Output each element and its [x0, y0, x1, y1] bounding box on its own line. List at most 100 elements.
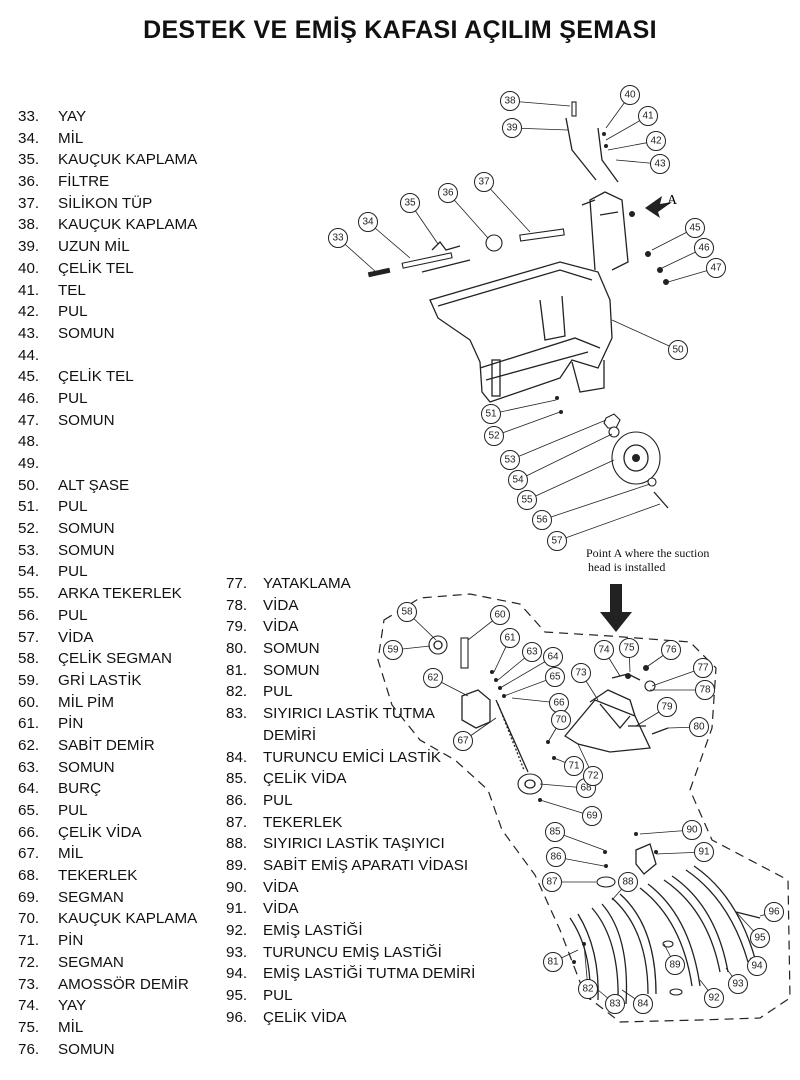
part-name: AMOSSÖR DEMİR: [58, 975, 189, 993]
part-list-item: 34.MİL: [18, 128, 248, 150]
callout-74: 74: [594, 640, 614, 660]
callout-leader-line: [509, 419, 607, 461]
callout-56: 56: [532, 510, 552, 530]
part-list-item: 65.PUL: [18, 800, 248, 822]
callout-number: 36: [442, 188, 454, 199]
part-name: YATAKLAMA: [263, 575, 351, 592]
part-number: 56.: [18, 606, 40, 624]
callout-circle: [694, 238, 714, 258]
part-list-item: 41.TEL: [18, 280, 248, 302]
part-number: 95.: [226, 987, 248, 1005]
callout-number: 63: [526, 647, 538, 658]
callout-85: 85: [545, 822, 565, 842]
part-name: PUL: [58, 303, 88, 321]
part-list-item: 56. PUL: [18, 605, 248, 627]
part-list-item: 78.VİDA: [226, 595, 486, 617]
callout-circle: [502, 118, 522, 138]
callout-number: 68: [580, 783, 592, 794]
callout-number: 89: [669, 960, 681, 971]
part-name: PUL: [263, 683, 293, 701]
part-name: ARKA TEKERLEK: [58, 585, 182, 603]
callout-circle: [620, 85, 640, 105]
part-list-item: 62.SABİT DEMİR: [18, 735, 248, 757]
callout-number: 39: [506, 123, 518, 134]
part-number: 90.: [226, 878, 248, 896]
part-name: PUL: [263, 791, 293, 809]
callout-circle: [545, 667, 565, 687]
part-number: 71.: [18, 932, 40, 950]
part-name: MİL: [58, 129, 84, 147]
callout-72: 72: [583, 766, 603, 786]
callout-circle: [619, 638, 639, 658]
part-name: GRİ LASTİK: [58, 671, 142, 689]
part-list-item: 85.ÇELİK VİDA: [226, 768, 486, 790]
part-name: SOMUN: [58, 324, 115, 342]
part-number: 33.: [18, 108, 40, 125]
callout-number: 79: [661, 702, 673, 713]
part-name: ALT ŞASE: [58, 476, 130, 494]
part-list-item: 81.SOMUN: [226, 660, 486, 682]
callout-82: 82: [578, 979, 598, 999]
part-number: 53.: [18, 541, 40, 559]
callout-80: 80: [689, 717, 709, 737]
part-list-item: 58.ÇELİK SEGMAN: [18, 648, 248, 670]
part-list-item: 89.SABİT EMİŞ APARATI VİDASI: [226, 855, 486, 877]
part-number: 38.: [18, 216, 40, 234]
callout-number: 33: [332, 233, 344, 244]
part-name: PUL: [58, 606, 88, 624]
part-name: TURUNCU EMİCİ LASTİK: [263, 748, 442, 766]
part-name: ÇELİK SEGMAN: [58, 650, 172, 668]
callout-60: 60: [490, 605, 510, 625]
part-number: 61.: [18, 715, 40, 733]
callout-circle: [400, 193, 420, 213]
callout-circle: [594, 640, 614, 660]
callout-circle: [706, 258, 726, 278]
part-list-item: 53.SOMUN: [18, 540, 248, 562]
part-list-item: 36.FİLTRE: [18, 171, 248, 193]
part-number: 75.: [18, 1018, 40, 1036]
callout-number: 41: [642, 111, 654, 122]
callout-number: 67: [457, 736, 469, 747]
callout-33: 33: [328, 228, 348, 248]
callout-36: 36: [438, 183, 458, 203]
part-name: KAUÇUK KAPLAMA: [58, 910, 198, 928]
part-number: 69.: [18, 888, 40, 906]
callout-number: 85: [549, 827, 561, 838]
callout-number: 42: [650, 136, 662, 147]
part-list-item: 76.SOMUN: [18, 1039, 248, 1061]
part-name: SOMUN: [58, 1040, 115, 1058]
part-list-item: 44.: [18, 345, 248, 367]
part-list-item: 57.VİDA: [18, 627, 248, 649]
callout-number: 93: [732, 979, 744, 990]
part-number: 74.: [18, 997, 40, 1015]
callout-76: 76: [661, 640, 681, 660]
callout-number: 57: [551, 536, 563, 547]
callout-number: 35: [404, 198, 416, 209]
part-list-item: 69.SEGMAN: [18, 887, 248, 909]
part-list-item: 59.GRİ LASTİK: [18, 670, 248, 692]
callout-circle: [583, 766, 603, 786]
part-name: SABİT EMİŞ APARATI VİDASI: [263, 856, 469, 874]
part-name: PUL: [58, 389, 88, 407]
callout-number: 90: [686, 825, 698, 836]
callout-leader-line: [493, 411, 561, 437]
part-number: 66.: [18, 823, 40, 841]
callout-circle: [704, 988, 724, 1008]
callout-43: 43: [650, 154, 670, 174]
callout-number: 71: [568, 761, 580, 772]
part-number: 44.: [18, 346, 40, 364]
part-list-item: 50.ALT ŞASE: [18, 475, 248, 497]
part-number: 70.: [18, 910, 40, 928]
callout-circle: [618, 872, 638, 892]
callout-leader-line: [490, 399, 557, 415]
part-number: 85.: [226, 770, 248, 788]
callout-77: 77: [693, 658, 713, 678]
part-list-item: 39.UZUN MİL: [18, 236, 248, 258]
callout-circle: [481, 404, 501, 424]
part-number: 79.: [226, 618, 248, 636]
callout-circle: [638, 106, 658, 126]
callout-circle: [397, 602, 417, 622]
callout-number: 95: [754, 933, 766, 944]
callout-circle: [546, 847, 566, 867]
